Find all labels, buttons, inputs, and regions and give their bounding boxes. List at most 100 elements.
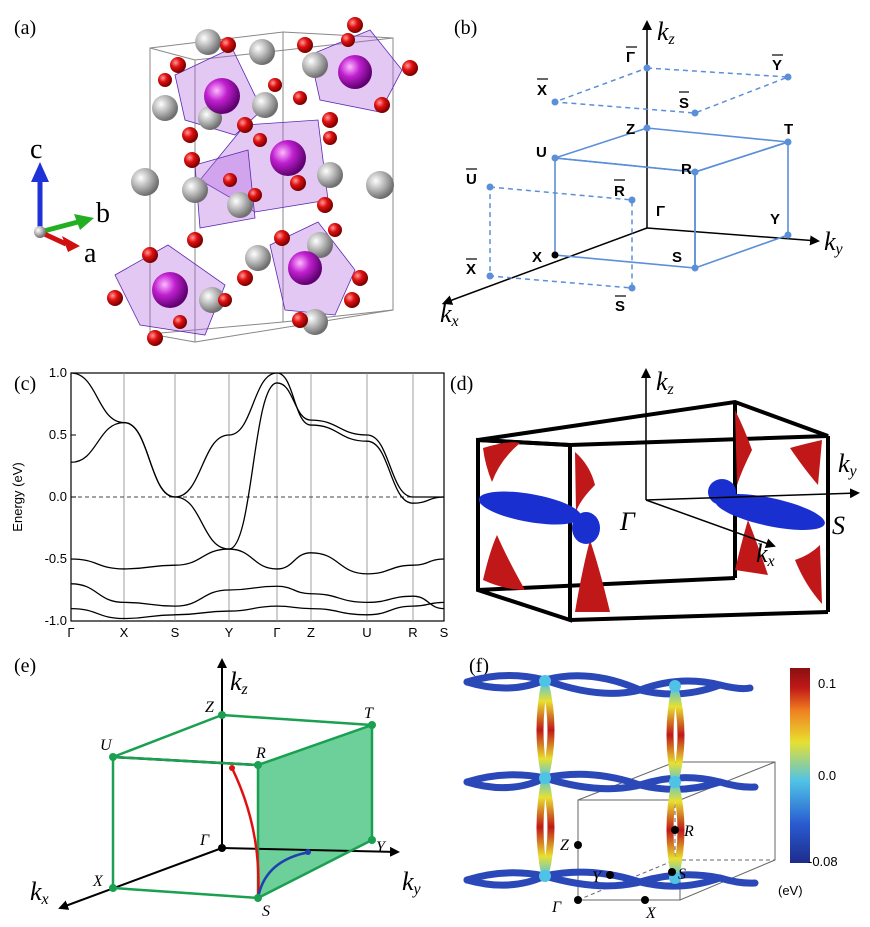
e-points	[109, 711, 376, 902]
xtick-label: Γ	[67, 625, 74, 640]
panel-c-label: (c)	[14, 373, 36, 395]
panel-a-label: (a)	[14, 17, 36, 39]
crystal-axes: c b a	[30, 134, 110, 269]
d-gamma-label: Γ	[619, 507, 636, 536]
svg-text:Γ: Γ	[626, 49, 635, 66]
d-kx-label: kx	[756, 539, 775, 570]
panel-d-label: (d)	[450, 373, 473, 395]
svg-text:X: X	[645, 905, 657, 922]
b-ky-label: ky	[824, 227, 844, 258]
f-points	[574, 826, 679, 904]
xtick-label: X	[120, 625, 129, 640]
e-point-labels: Z T U R Γ Y X S	[92, 699, 387, 920]
svg-text:Y: Y	[592, 869, 603, 886]
band-3	[70, 548, 445, 575]
panel-d: (d) kz ky	[450, 367, 860, 623]
e-blue-line	[256, 850, 311, 899]
panel-c: (c) 1.0 0.5 0.0 -0.5 -1.0 Γ X S Y Γ Z U R S Energy (…	[10, 365, 449, 640]
panel-e: (e) kz ky kx Z T U R Γ Y X	[14, 655, 422, 920]
svg-text:Z: Z	[626, 121, 635, 138]
e-red-line	[230, 767, 260, 899]
xtick-label: Z	[307, 625, 315, 640]
xtick-label: Y	[225, 625, 234, 640]
svg-text:R: R	[681, 161, 692, 178]
svg-text:-0.08: -0.08	[808, 854, 838, 869]
bz-projections	[489, 67, 789, 289]
colorbar-ticks: 0.1 0.0 -0.08 (eV)	[778, 676, 838, 898]
d-ky-label: ky	[838, 449, 858, 480]
d-kz-label: kz	[656, 367, 675, 398]
f-blue-tubes	[463, 671, 759, 890]
ytick-label: 0.0	[49, 489, 67, 504]
magenta-atoms	[152, 55, 372, 308]
panel-e-label: (e)	[14, 655, 36, 677]
b-kz-label: kz	[657, 17, 676, 48]
panel-b: (b) kz ky kx Γ X Y	[440, 17, 844, 330]
svg-text:Y: Y	[770, 211, 780, 228]
ytick-label: -1.0	[45, 613, 67, 628]
colorbar	[790, 668, 810, 863]
svg-text:Z: Z	[205, 699, 215, 716]
panel-f: (f)	[463, 655, 838, 922]
svg-text:Y: Y	[772, 57, 782, 74]
d-blue-lobes	[478, 479, 825, 544]
ytick-label: -0.5	[45, 551, 67, 566]
svg-text:S: S	[262, 903, 270, 920]
svg-text:R: R	[255, 745, 266, 762]
svg-text:X: X	[92, 873, 104, 890]
band-ylabel: Energy (eV)	[10, 462, 25, 531]
svg-text:X: X	[532, 249, 542, 266]
band-2	[70, 372, 445, 504]
e-ky-label: ky	[402, 867, 422, 898]
f-point-labels: Z R Y S Γ X	[551, 823, 694, 922]
svg-text:R: R	[614, 183, 625, 200]
xtick-label: R	[408, 625, 417, 640]
axis-b-label: b	[96, 198, 110, 229]
svg-text:S: S	[679, 95, 689, 112]
svg-text:Γ: Γ	[656, 203, 665, 220]
xtick-label: Γ	[273, 625, 280, 640]
e-kz-label: kz	[230, 667, 249, 698]
band-curves	[70, 372, 445, 620]
e-nodal-plane	[257, 723, 373, 900]
xtick-label: S	[171, 625, 180, 640]
ytick-label: 0.5	[49, 427, 67, 442]
svg-text:Γ: Γ	[199, 832, 210, 849]
red-atoms	[107, 17, 418, 346]
svg-text:0.1: 0.1	[818, 676, 836, 691]
xtick-label: U	[362, 625, 371, 640]
panel-f-label: (f)	[469, 655, 489, 677]
svg-text:U: U	[536, 144, 547, 161]
e-kx-label: kx	[30, 877, 49, 908]
svg-text:Γ: Γ	[551, 899, 562, 916]
svg-text:U: U	[100, 737, 113, 754]
band-5	[70, 601, 445, 620]
bz-labels: Γ X Y S Z T U R U R Γ Y X S X S	[466, 46, 793, 315]
gray-atoms	[131, 29, 394, 335]
svg-text:R: R	[683, 823, 694, 840]
svg-text:U: U	[466, 171, 477, 188]
svg-text:(eV): (eV)	[778, 883, 803, 898]
svg-text:Y: Y	[376, 839, 387, 856]
panel-a: (a)	[14, 17, 418, 346]
svg-text:T: T	[364, 705, 374, 722]
b-kx-label: kx	[440, 299, 459, 330]
svg-text:X: X	[466, 261, 476, 278]
bz-box	[554, 127, 789, 270]
d-red-sheets	[483, 410, 822, 612]
d-s-label: S	[832, 511, 845, 540]
svg-text:S: S	[678, 866, 686, 883]
ytick-label: 1.0	[49, 365, 67, 380]
svg-text:X: X	[537, 82, 547, 99]
axis-c-label: c	[30, 134, 42, 165]
svg-text:0.0: 0.0	[818, 768, 836, 783]
band-4	[70, 583, 445, 610]
band-yticks: 1.0 0.5 0.0 -0.5 -1.0	[45, 365, 76, 628]
bz-points	[486, 64, 792, 292]
axis-a-label: a	[84, 238, 97, 269]
xtick-label: S	[440, 625, 449, 640]
svg-text:T: T	[784, 121, 793, 138]
svg-text:Z: Z	[560, 837, 570, 854]
